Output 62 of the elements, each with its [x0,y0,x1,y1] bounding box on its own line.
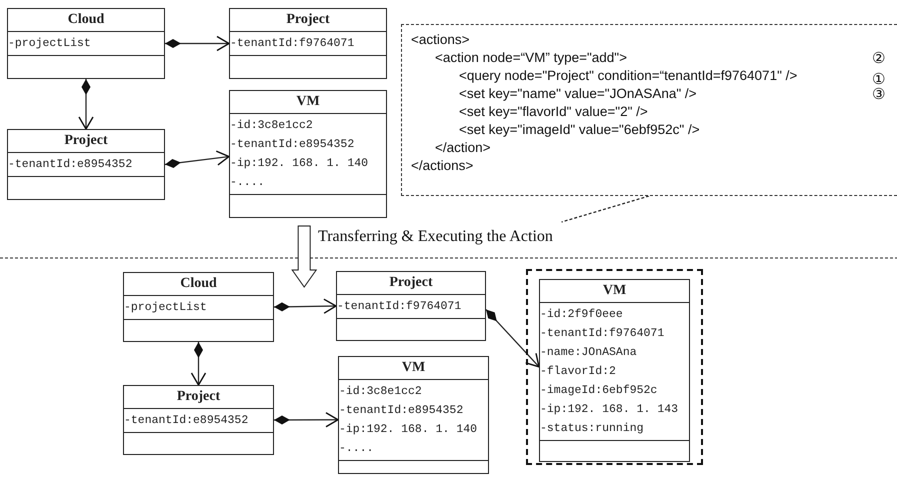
class-box [123,385,274,455]
attribute: -tenantId:f9764071 [337,299,462,315]
class-name: VM [602,283,626,298]
block-arrow [291,226,318,288]
code-line: <query node="Project" condition=“tenantId=f9764071" /> [459,67,798,84]
attribute: -id:2f9f0eee [540,307,623,323]
class-box [336,271,486,341]
class-box [7,129,165,200]
attribute: -projectList [8,36,91,52]
composition-arrow [274,412,339,428]
code-line: </action> [435,139,491,156]
attribute: -tenantId:f9764071 [540,326,664,342]
class-box [229,8,387,79]
attribute: -tenantId:e8954352 [124,413,248,429]
class-name: Cloud [68,12,104,27]
attribute: -status:running [540,421,644,437]
composition-arrow [274,298,337,314]
attribute: -.... [339,441,374,457]
dashed-frame [526,269,703,465]
code-line: </actions> [411,157,474,174]
composition-arrow [78,79,94,130]
class-box [7,8,165,79]
callout-number: ② [872,50,885,67]
attribute: -ip:192. 168. 1. 140 [230,156,368,172]
callout-number: ③ [872,86,885,103]
composition-arrow [190,342,206,386]
attribute: -ip:192. 168. 1. 140 [339,422,478,438]
caption-text: Transferring & Executing the Action [318,228,553,246]
code-panel [401,24,897,196]
callout-number: ① [872,71,885,88]
class-box [539,279,690,462]
code-line: <actions> [411,31,470,48]
leader-line [561,195,650,223]
code-line: <set key="imageId" value="6ebf952c" /> [459,121,700,138]
attribute: -flavorId:2 [540,364,616,380]
class-name: Project [64,133,108,148]
attribute: -.... [230,175,265,191]
attribute: -tenantId:e8954352 [8,157,132,173]
attribute: -id:3c8e1cc2 [339,384,422,400]
attribute: -imageId:6ebf952c [540,383,658,399]
class-name: Project [286,12,330,27]
attribute: -tenantId:e8954352 [339,403,464,419]
attribute: -id:3c8e1cc2 [230,118,313,134]
class-box [338,356,489,474]
composition-arrow [165,36,230,52]
attribute: -name:JOnASAna [540,345,637,361]
code-line: <set key="name" value="JOnASAna" /> [459,85,697,102]
attribute: -tenantId:e8954352 [230,137,354,153]
composition-arrow [486,309,540,368]
class-box [229,90,387,218]
class-name: Cloud [180,276,217,291]
class-box [123,272,274,342]
class-name: Project [389,275,433,290]
class-name: VM [402,360,426,375]
composition-arrow [164,150,230,168]
code-line: <action node=“VM” type="add"> [435,49,627,66]
attribute: -tenantId:f9764071 [230,36,354,52]
attribute: -ip:192. 168. 1. 143 [540,402,678,418]
class-name: Project [176,389,220,404]
code-line: <set key="flavorId" value="2" /> [459,103,648,120]
class-name: VM [296,94,320,109]
attribute: -projectList [124,300,207,316]
